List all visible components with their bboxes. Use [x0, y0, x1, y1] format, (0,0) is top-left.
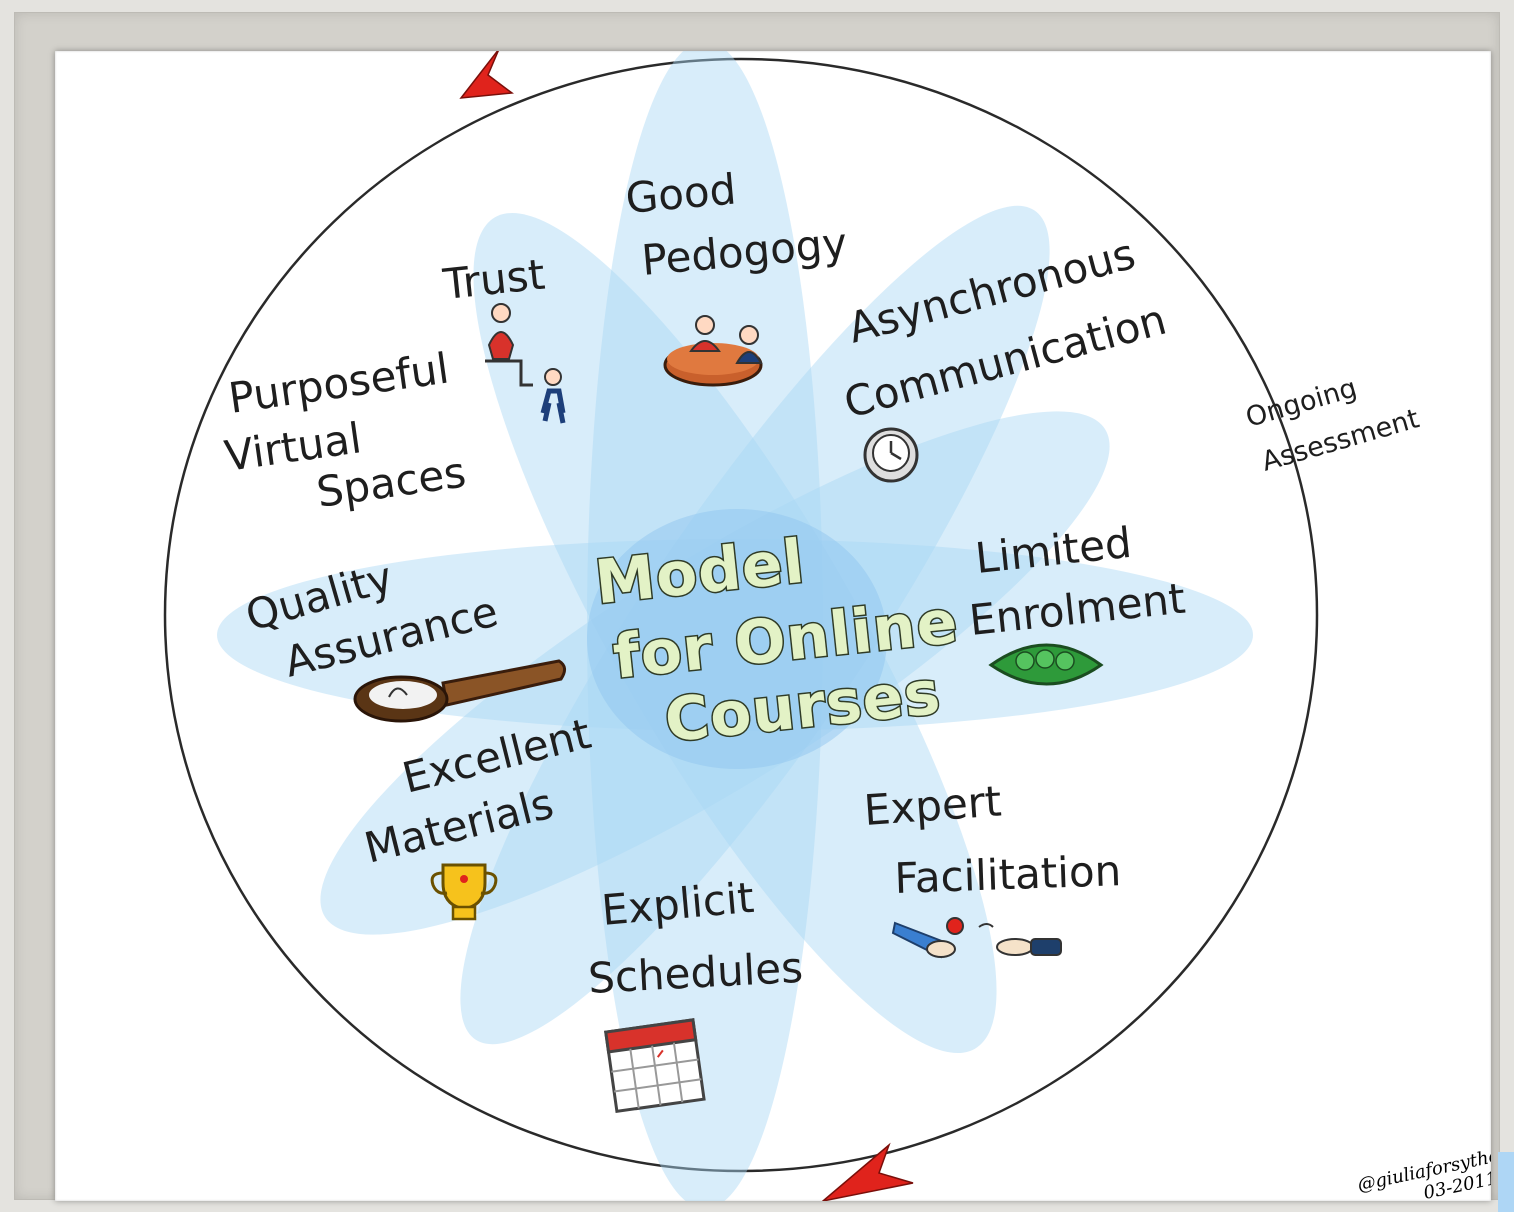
center-glow [587, 509, 887, 769]
label-expert-2: Facilitation [894, 846, 1122, 903]
ping-pong-icon [891, 917, 1062, 959]
magnifier-icon [353, 659, 566, 723]
cycle-arrow-bottom [821, 1142, 914, 1201]
model-diagram: Model for Online Courses Good Pedogogy A… [163, 51, 1491, 1201]
diagram-paper: Model for Online Courses Good Pedogogy A… [55, 51, 1491, 1201]
picture-frame: Model for Online Courses Good Pedogogy A… [14, 12, 1500, 1201]
climbing-people-icon [485, 303, 566, 424]
label-explicit-2: Schedules [587, 943, 804, 1003]
label-purposeful-1: Purposeful [226, 344, 452, 423]
clock-icon [863, 427, 919, 483]
label-trust: Trust [440, 250, 547, 309]
meeting-table-icon [663, 315, 763, 387]
calendar-icon [604, 1018, 706, 1114]
outer-cycle-circle [163, 57, 1319, 1173]
pea-pod-icon [988, 643, 1104, 686]
label-good-1: Good [624, 165, 738, 223]
trophy-icon [430, 863, 498, 921]
corner-tab [1498, 1152, 1514, 1212]
label-expert-1: Expert [862, 776, 1003, 834]
cycle-arrow-top [459, 51, 514, 99]
